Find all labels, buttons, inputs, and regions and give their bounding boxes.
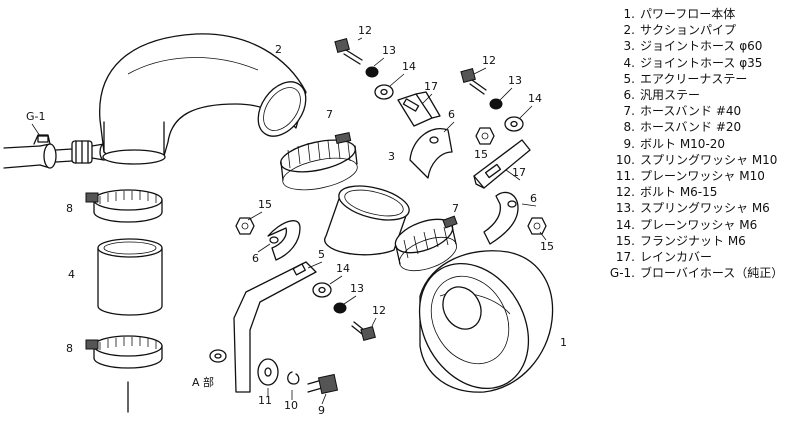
callout-17-right: 17 bbox=[512, 166, 526, 179]
parts-list-item: 7.ホースバンド #40 bbox=[623, 104, 742, 119]
callout-13-upper-left: 13 bbox=[382, 44, 396, 57]
label-detail-a: A 部 bbox=[192, 375, 214, 389]
callout-9: 9 bbox=[318, 404, 325, 417]
fastener-stack-lower bbox=[312, 282, 376, 341]
rain-cover-17-right bbox=[473, 139, 531, 189]
fastener-stack-upper-left bbox=[334, 38, 394, 100]
hose-band-8-lower bbox=[85, 335, 163, 413]
callout-12-upper-left: 12 bbox=[358, 24, 372, 37]
parts-list-item: 12.ボルト M6-15 bbox=[615, 185, 718, 200]
callout-6-right: 6 bbox=[530, 192, 537, 205]
callout-15-right: 15 bbox=[540, 240, 554, 253]
callout-15-mid: 15 bbox=[474, 148, 488, 161]
parts-list-item: 2.サクションパイプ bbox=[623, 23, 737, 38]
callout-14-upper-left: 14 bbox=[402, 60, 416, 73]
callout-13-lower: 13 bbox=[350, 282, 364, 295]
fastener-stack-upper-right bbox=[460, 68, 524, 132]
callout-10: 10 bbox=[284, 399, 298, 412]
air-cleaner-stay-5 bbox=[233, 261, 317, 393]
callout-7-upper: 7 bbox=[326, 108, 333, 121]
callout-7-lower: 7 bbox=[452, 202, 459, 215]
parts-list-item: 4.ジョイントホース φ35 bbox=[623, 55, 763, 70]
parts-list-item: 15.フランジナット M6 bbox=[615, 233, 746, 248]
blowby-hose-g1 bbox=[3, 134, 109, 169]
powerflow-body-1 bbox=[418, 250, 554, 393]
parts-list-item: 17.レインカバー bbox=[615, 250, 713, 265]
callout-3: 3 bbox=[388, 150, 395, 163]
callout-15-left: 15 bbox=[258, 198, 272, 211]
parts-list-item: 14.プレーンワッシャ M6 bbox=[615, 217, 758, 232]
leader-lines bbox=[31, 37, 547, 405]
rain-cover-17-upper bbox=[397, 91, 441, 127]
hose-band-8-upper bbox=[85, 189, 163, 223]
parts-list-item: 11.プレーンワッシャ M10 bbox=[615, 169, 765, 184]
parts-list-item: 13.スプリングワッシャ M6 bbox=[615, 201, 770, 216]
callout-13-upper-right: 13 bbox=[508, 74, 522, 87]
callout-12-upper-right: 12 bbox=[482, 54, 496, 67]
callout-5: 5 bbox=[318, 248, 325, 261]
hose-band-7-lower bbox=[394, 215, 458, 272]
callout-6-left: 6 bbox=[252, 252, 259, 265]
callout-14-upper-right: 14 bbox=[528, 92, 542, 105]
detail-a-fasteners bbox=[209, 349, 339, 395]
parts-list-item: 5.エアクリーナステー bbox=[623, 71, 748, 86]
callout-8-upper: 8 bbox=[66, 202, 73, 215]
callout-17-upper: 17 bbox=[424, 80, 438, 93]
callout-14-lower: 14 bbox=[336, 262, 350, 275]
callout-11: 11 bbox=[258, 394, 272, 407]
hose-band-7-upper bbox=[280, 132, 358, 191]
callout-4: 4 bbox=[68, 268, 75, 281]
parts-list-item: 3.ジョイントホース φ60 bbox=[623, 39, 763, 54]
parts-list-item: 8.ホースバンド #20 bbox=[623, 120, 742, 135]
bracket-6-upper bbox=[409, 128, 453, 179]
bracket-6-left bbox=[235, 217, 301, 261]
parts-list-item: 9.ボルト M10-20 bbox=[623, 136, 726, 151]
parts-list-item: G-1.ブローバイホース（純正） bbox=[609, 266, 784, 281]
suction-pipe-2 bbox=[99, 33, 307, 165]
label-g1: G-1 bbox=[26, 110, 46, 123]
joint-hose-4 bbox=[97, 238, 163, 316]
parts-list-item: 10.スプリングワッシャ M10 bbox=[615, 152, 778, 167]
callout-12-lower: 12 bbox=[372, 304, 386, 317]
flange-nut-15-mid bbox=[475, 127, 495, 145]
callout-8-lower: 8 bbox=[66, 342, 73, 355]
callout-2: 2 bbox=[275, 43, 282, 56]
callout-1: 1 bbox=[560, 336, 567, 349]
joint-hose-3 bbox=[324, 185, 410, 256]
callout-6-upper: 6 bbox=[448, 108, 455, 121]
parts-list-item: 1.パワーフロー本体 bbox=[623, 7, 736, 21]
parts-list: 1.パワーフロー本体 2.サクションパイプ 3.ジョイントホース φ60 4.ジ… bbox=[600, 6, 783, 281]
parts-list-item: 6.汎用ステー bbox=[623, 88, 701, 103]
